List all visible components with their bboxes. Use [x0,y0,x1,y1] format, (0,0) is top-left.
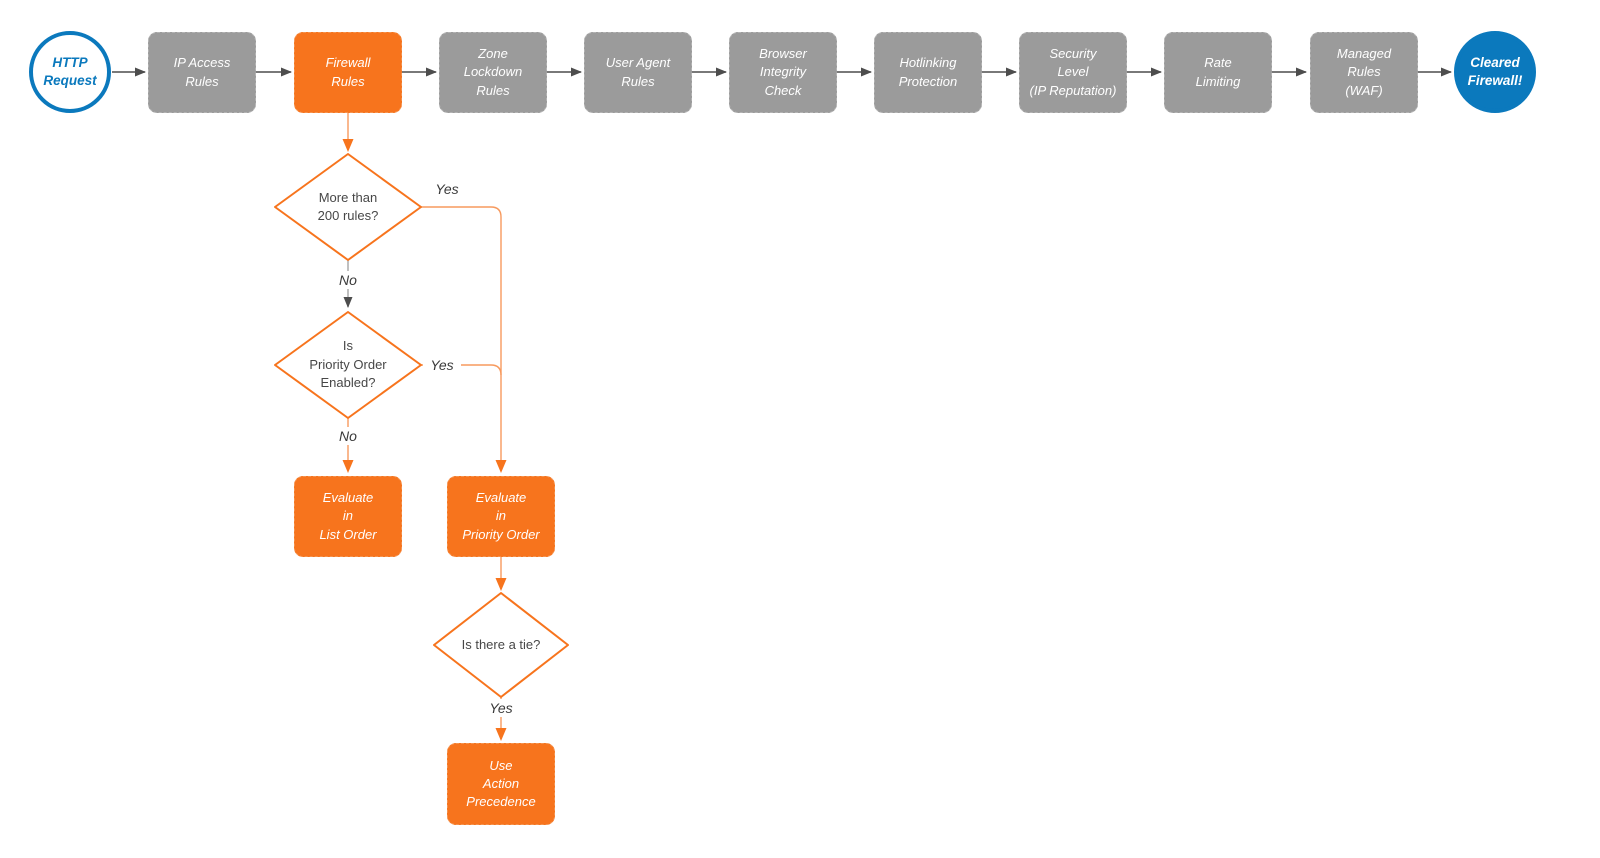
end-node-cleared-firewall: Cleared Firewall! [1454,31,1536,113]
arrow-yes-1-to-priority-order [421,206,507,473]
action-use-action-precedence: Use Action Precedence [447,743,555,825]
action-evaluate-in-priority-order: Evaluate in Priority Order [447,476,555,557]
decision-is-there-a-tie: Is there a tie? [461,636,541,652]
decision-diamonds [274,153,569,698]
edge-label-no-1: No [331,271,365,289]
pipeline-stage-managed-rules-waf: Managed Rules (WAF) [1310,32,1418,113]
pipeline-stage-rate-limiting: Rate Limiting [1164,32,1272,113]
pipeline-stage-user-agent-rules: User Agent Rules [584,32,692,113]
pipeline-stage-hotlinking-protection: Hotlinking Protection [874,32,982,113]
decision-diamond-3 [433,592,569,698]
pipeline-stage-firewall-rules: Firewall Rules [294,32,402,113]
decision-diamond-2 [274,311,422,419]
pipeline-stage-ip-access-rules: IP Access Rules [148,32,256,113]
pipeline-stage-zone-lockdown-rules: Zone Lockdown Rules [439,32,547,113]
arrow-yes-2-merge [421,364,502,376]
action-evaluate-in-list-order: Evaluate in List Order [294,476,402,557]
edge-label-no-2: No [331,427,365,445]
edge-label-yes-1: Yes [435,181,459,197]
edge-label-yes-2: Yes [423,356,461,374]
pipeline-stage-browser-integrity-check: Browser Integrity Check [729,32,837,113]
start-node-http-request: HTTP Request [29,31,111,113]
pipeline-stage-security-level: Security Level (IP Reputation) [1019,32,1127,113]
decision-more-than-200-rules: More than 200 rules? [317,189,379,223]
decision-diamond-1 [274,153,422,261]
edge-label-yes-3: Yes [482,699,520,717]
decision-priority-order-enabled: Is Priority Order Enabled? [309,338,387,391]
